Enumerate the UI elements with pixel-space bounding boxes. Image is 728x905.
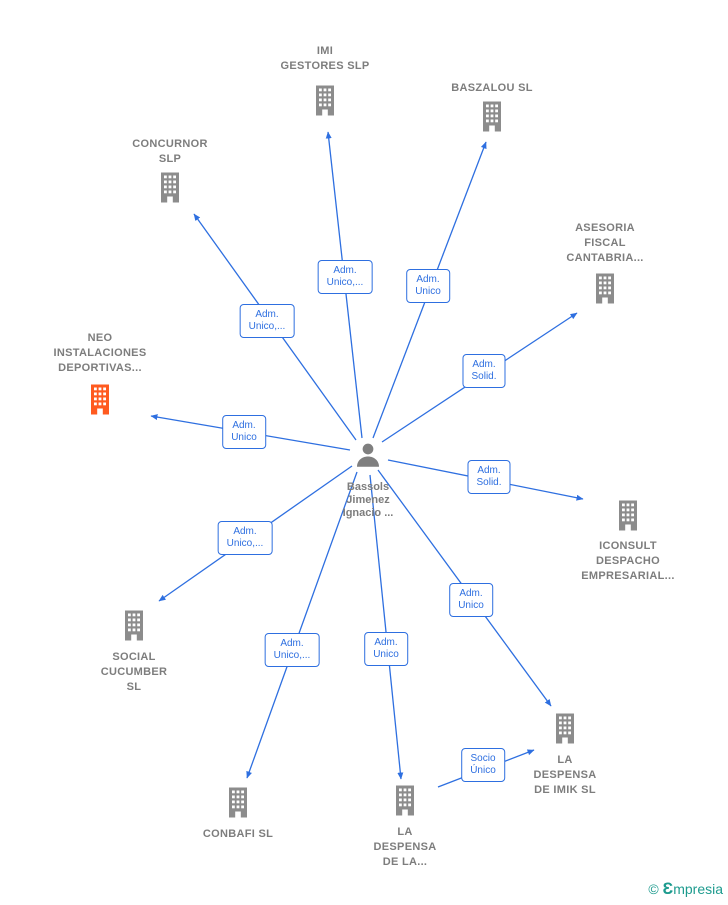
rel-neo-label[interactable]: Adm.Unico bbox=[222, 415, 266, 449]
building-icon-conbafi-sl[interactable] bbox=[223, 786, 253, 825]
rel-despensa-imik-label[interactable]: Adm.Unico bbox=[449, 583, 493, 617]
rel-despensa-la-label[interactable]: Adm.Unico bbox=[364, 632, 408, 666]
person-icon-bassols-jimenez-ignacio[interactable] bbox=[353, 441, 383, 476]
building-icon-iconsult-despacho-empresarial[interactable] bbox=[613, 499, 643, 538]
rel-conbafi-arrow bbox=[246, 471, 358, 779]
brand-initial: Ɛ bbox=[662, 879, 674, 898]
building-icon-la-despensa-de-imik-sl[interactable] bbox=[550, 712, 580, 751]
building-icon-asesoria-fiscal-cantabria[interactable] bbox=[590, 272, 620, 311]
building-icon-neo-instalaciones-deportivas[interactable] bbox=[85, 383, 115, 422]
building-icon-social-cucumber-sl[interactable] bbox=[119, 609, 149, 648]
rel-imi-label[interactable]: Adm.Unico,... bbox=[317, 260, 373, 294]
company-label-baszalou-sl[interactable]: BASZALOU SL bbox=[451, 82, 533, 94]
building-icon-concurnor-slp[interactable] bbox=[155, 171, 185, 210]
building-icon-baszalou-sl[interactable] bbox=[477, 100, 507, 139]
rel-despensa-la-arrow bbox=[369, 474, 404, 780]
copyright-symbol: © bbox=[648, 881, 659, 897]
rel-baszalou-label[interactable]: Adm.Unico bbox=[406, 269, 450, 303]
rel-concurnor-label[interactable]: Adm.Unico,... bbox=[239, 304, 295, 338]
building-icon-la-despensa-de-la[interactable] bbox=[390, 784, 420, 823]
brand-rest: mpresia bbox=[673, 881, 723, 897]
rel-conbafi-label[interactable]: Adm.Unico,... bbox=[264, 633, 320, 667]
building-icon-imi-gestores-slp[interactable] bbox=[310, 84, 340, 123]
rel-asesoria-label[interactable]: Adm.Solid. bbox=[462, 354, 506, 388]
watermark-empresia[interactable]: © Ɛmpresia bbox=[648, 879, 723, 899]
rel-social-cucumber-label[interactable]: Adm.Unico,... bbox=[217, 521, 273, 555]
company-label-conbafi-sl[interactable]: CONBAFI SL bbox=[202, 828, 274, 840]
rel-iconsult-label[interactable]: Adm.Solid. bbox=[467, 460, 511, 494]
